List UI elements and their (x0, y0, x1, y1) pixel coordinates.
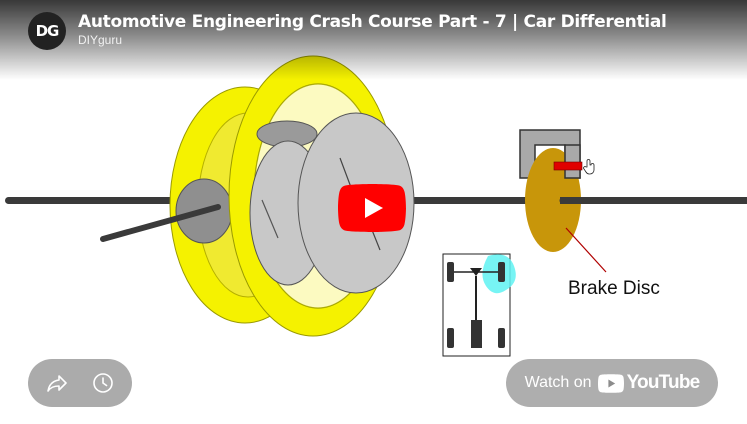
youtube-logo: YouTube (597, 372, 701, 394)
brake-caliper-front (564, 144, 581, 179)
hand-cursor-icon (583, 159, 595, 175)
video-title[interactable]: Automotive Engineering Crash Course Part… (78, 12, 667, 32)
channel-name[interactable]: DIYguru (78, 33, 123, 47)
play-button[interactable] (338, 184, 406, 232)
youtube-play-icon (338, 184, 406, 232)
annotation-pointer (565, 227, 607, 273)
watch-later-button[interactable] (83, 363, 123, 403)
title-block: Automotive Engineering Crash Course Part… (78, 11, 718, 48)
watch-on-youtube-button[interactable]: Watch on YouTube (506, 359, 718, 407)
gear-spoke (261, 199, 279, 239)
axle-shaft-through-disc (560, 197, 747, 204)
watch-on-label: Watch on (524, 374, 592, 391)
action-pill (28, 359, 132, 407)
share-button[interactable] (37, 363, 77, 403)
share-icon (47, 375, 67, 392)
drive-shaft (100, 204, 221, 242)
gear-spoke (339, 157, 353, 191)
brake-pad (553, 161, 583, 171)
youtube-wordmark: YouTube (626, 372, 701, 393)
axle-end (559, 197, 567, 204)
brake-disc-label: Brake Disc (568, 278, 660, 299)
axle-shaft-left (5, 197, 190, 204)
vehicle-chassis-diagram (442, 253, 516, 357)
channel-avatar[interactable]: DG (28, 12, 66, 50)
clock-icon (93, 373, 113, 393)
youtube-logo-icon (597, 373, 624, 393)
